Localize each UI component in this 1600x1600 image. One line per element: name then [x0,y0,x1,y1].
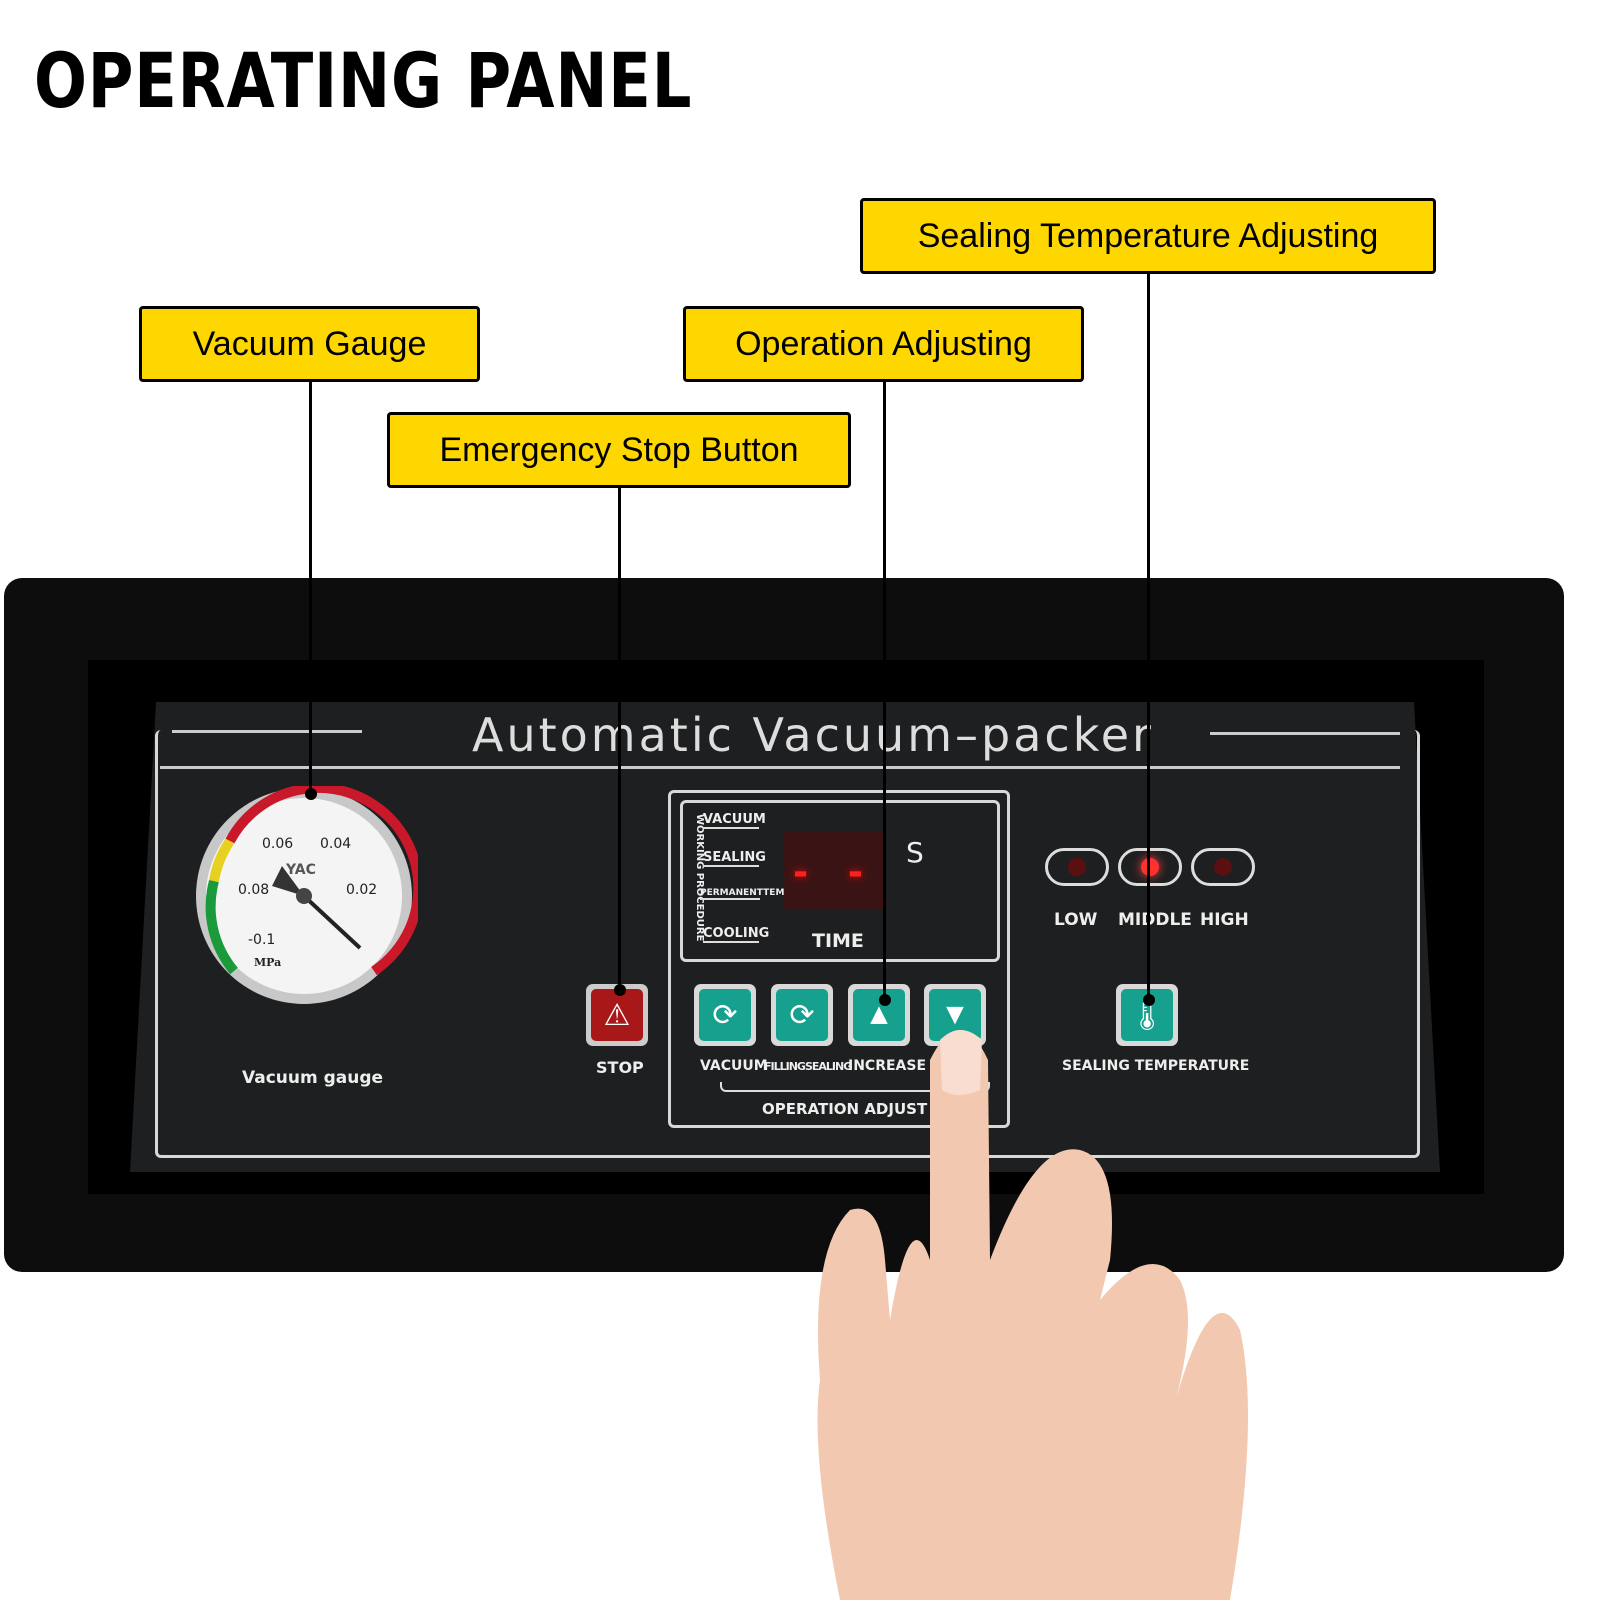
page-title: OPERATING PANEL [34,36,693,125]
brand-label: Automatic Vacuum–packer [472,708,1154,762]
led-low [1045,848,1109,886]
warning-icon: ⚠ [591,989,643,1041]
led-middle [1118,848,1182,886]
sealing-temp-label: SEALING TEMPERATURE [1062,1058,1250,1074]
operation-frame [668,790,1010,1128]
callout-line [883,380,886,1000]
button-label: INCREASE [848,1058,927,1074]
vacuum-cycle-icon: ⟳ [699,989,751,1041]
time-label: TIME [812,930,864,952]
button-label: VACUUM [700,1058,768,1074]
hand-photo [817,1030,1248,1600]
gauge-tick: 0.08 [238,882,270,898]
callout-vacuum-gauge: Vacuum Gauge [139,306,480,382]
vacuum-button[interactable]: ⟳ [694,984,756,1046]
gauge-tick: 0.06 [262,836,294,852]
procedure-step: VACUUM [703,812,766,829]
callout-line [618,488,621,990]
gauge-label: Vacuum gauge [242,1068,384,1088]
stop-label: STOP [596,1058,644,1077]
time-display: - - [784,832,886,910]
callout-emergency-stop: Emergency Stop Button [387,412,851,488]
triangle-down-icon: ▼ [929,989,981,1041]
gauge-logo: YAC [286,862,316,878]
callout-sealing-temperature: Sealing Temperature Adjusting [860,198,1436,274]
filling-sealing-button[interactable]: ⟳ [771,984,833,1046]
gauge-unit: MPa [254,956,282,969]
procedure-side-label: WORKING PROCEDURE [694,814,705,942]
temp-level-label: HIGH [1200,910,1249,930]
temp-level-label: MIDDLE [1118,910,1192,930]
panel-outline [155,730,1420,1158]
procedure-step: SEALING [703,850,766,867]
callout-line [309,380,312,794]
gauge-tick: -0.1 [248,932,276,948]
procedure-frame [680,800,1000,962]
time-unit: S [906,836,924,869]
gauge-tick: 0.02 [346,882,378,898]
vacuum-gauge [196,786,418,1004]
thermometer-icon: 🌡 [1121,989,1173,1041]
callout-operation-adjusting: Operation Adjusting [683,306,1084,382]
gauge-tick: 0.04 [320,836,352,852]
temp-level-label: LOW [1054,910,1098,930]
led-high [1191,848,1255,886]
filling-sealing-icon: ⟳ [776,989,828,1041]
callout-line [1147,272,1150,1000]
procedure-step: PERMANENTTEM [700,888,785,900]
procedure-step: COOLING [703,926,770,943]
button-label: FILLINGSEALING [764,1060,852,1073]
operation-adjust-label: OPERATION ADJUST [762,1100,928,1118]
